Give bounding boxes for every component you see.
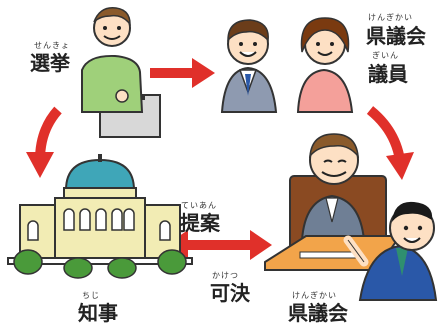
proposal-label: 提案: [180, 211, 220, 235]
arrow-voter-to-governor: [26, 106, 62, 178]
assembly-chamber-illustration: [264, 133, 438, 301]
arrow-members-to-assembly: [366, 106, 414, 180]
assembly-label: 県議会: [288, 301, 348, 325]
proposal-reading: ていあん: [181, 201, 217, 210]
assembly-members-illustration: [220, 17, 354, 113]
election-reading: せんきょ: [34, 41, 70, 50]
assembly-members-label-top: 県議会: [366, 24, 426, 48]
governor-reading: ちじ: [82, 291, 100, 300]
assembly-members-reading-bottom: ぎいん: [372, 51, 399, 60]
assembly-members-reading-top: けんぎかい: [368, 13, 413, 22]
prefectural-office-building-illustration: [7, 154, 193, 279]
voter-illustration: [81, 7, 161, 138]
resolution-reading: かけつ: [212, 271, 239, 280]
resolution-label: 可決: [210, 281, 250, 305]
assembly-members-label-bottom: 議員: [368, 62, 408, 86]
election-label: 選挙: [30, 51, 70, 75]
arrow-election-to-members: [150, 58, 215, 88]
assembly-reading: けんぎかい: [292, 291, 337, 300]
governor-label: 知事: [78, 301, 118, 325]
